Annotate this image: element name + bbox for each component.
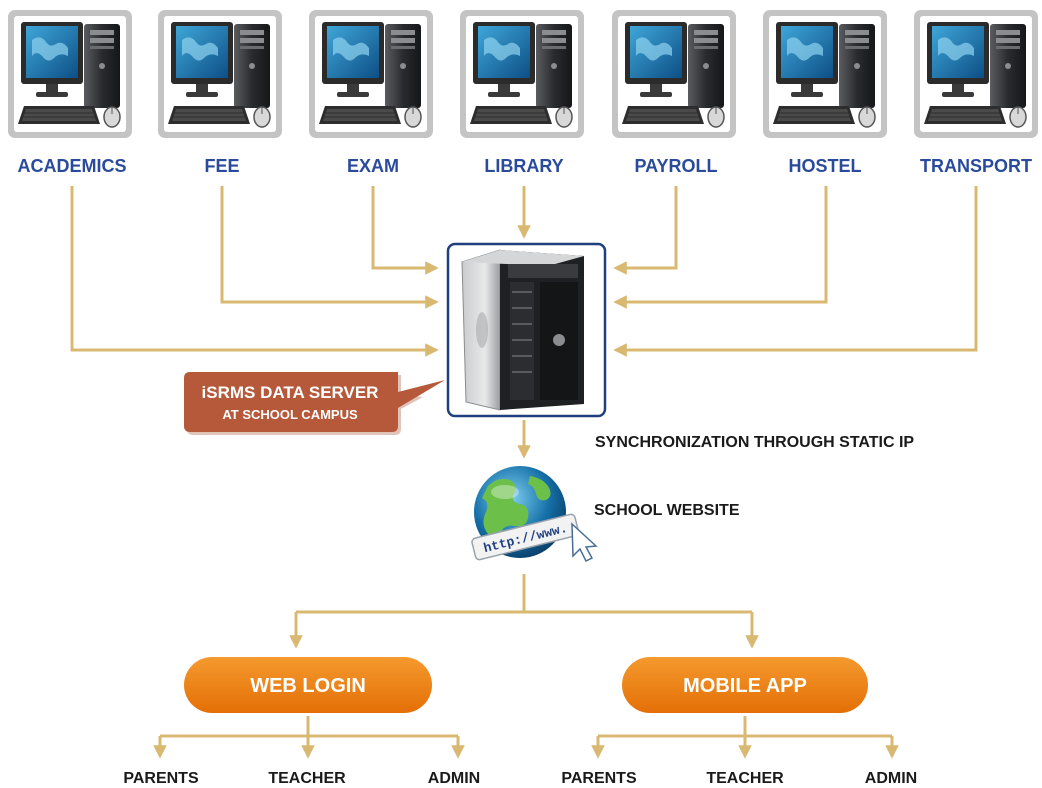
desktop-computer-icon [763,10,887,138]
module-exam[interactable]: EXAM [309,10,433,176]
module-label: LIBRARY [484,156,563,176]
user-parents: PARENTS [123,770,199,787]
module-row: ACADEMICS FEE EXAM LIBRARY PAYROLL HOSTE… [8,10,1038,176]
pill-shape [622,657,868,713]
connector-fee [220,186,439,309]
access-connectors [289,574,759,649]
module-label: ACADEMICS [17,156,126,176]
user-admin: ADMIN [865,770,917,787]
globe-www-icon[interactable]: http://www. [471,466,598,563]
pill-label: WEB LOGIN [250,675,366,697]
mobile-app-pill[interactable]: MOBILE APP [622,657,868,713]
module-label: HOSTEL [788,156,861,176]
data-server[interactable] [446,242,607,418]
desktop-computer-icon [914,10,1038,138]
callout-subtitle: AT SCHOOL CAMPUS [222,407,358,422]
desktop-computer-icon [8,10,132,138]
user-admin: ADMIN [428,770,480,787]
tower-server-icon [461,249,584,411]
module-library[interactable]: LIBRARY [460,10,584,176]
module-fee[interactable]: FEE [158,10,282,176]
desktop-computer-icon [460,10,584,138]
module-payroll[interactable]: PAYROLL [612,10,736,176]
server-callout: iSRMS DATA SERVER AT SCHOOL CAMPUS [184,372,445,435]
connector-transport [613,186,978,357]
pill-shape [184,657,432,713]
module-label: FEE [204,156,239,176]
connector-academics [70,186,439,357]
web-login-users: PARENTS TEACHER ADMIN [123,770,480,787]
module-academics[interactable]: ACADEMICS [8,10,132,176]
web-login-pill[interactable]: WEB LOGIN [184,657,432,713]
module-label: PAYROLL [634,156,717,176]
module-hostel[interactable]: HOSTEL [763,10,887,176]
module-label: EXAM [347,156,399,176]
module-connectors [70,186,978,357]
callout-title: iSRMS DATA SERVER [202,383,379,402]
connector-hostel [613,186,828,309]
connector-exam [371,186,439,275]
sync-label: SYNCHRONIZATION THROUGH STATIC IP [595,434,914,451]
user-teacher: TEACHER [268,770,346,787]
user-teacher: TEACHER [706,770,784,787]
mobile-app-users: PARENTS TEACHER ADMIN [561,770,917,787]
module-label: TRANSPORT [920,156,1032,176]
module-transport[interactable]: TRANSPORT [914,10,1038,176]
desktop-computer-icon [612,10,736,138]
pill-label: MOBILE APP [683,675,807,697]
desktop-computer-icon [158,10,282,138]
callout-shape [184,372,445,432]
desktop-computer-icon [309,10,433,138]
connector-payroll [613,186,678,275]
user-parents: PARENTS [561,770,637,787]
website-label: SCHOOL WEBSITE [594,502,740,519]
user-connectors [153,716,899,759]
